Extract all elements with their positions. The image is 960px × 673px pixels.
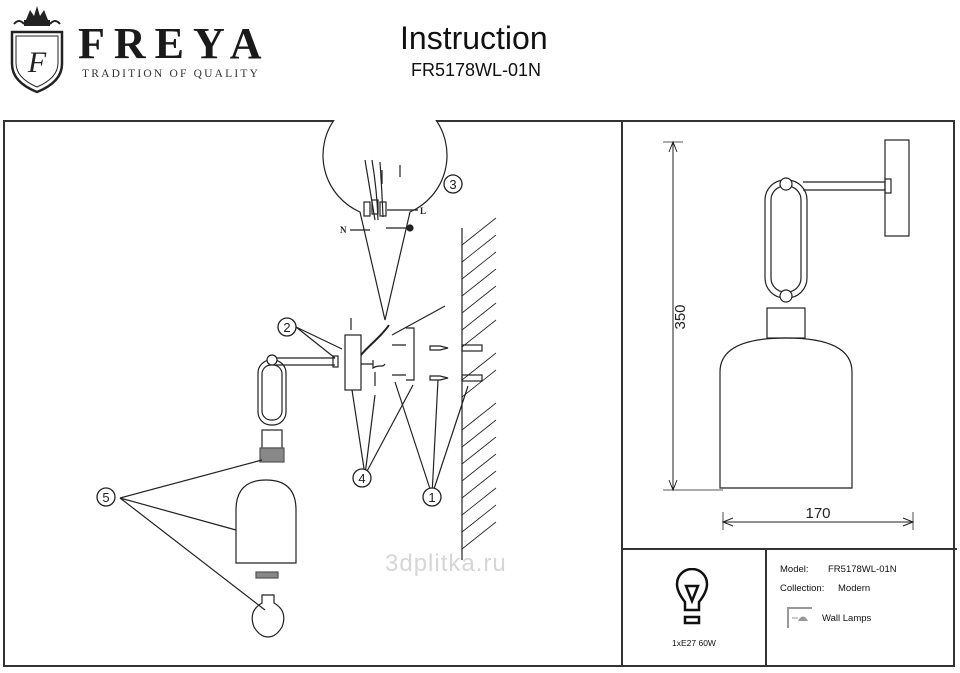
brand-name: FREYA	[78, 19, 271, 68]
lamp-type: Wall Lamps	[822, 613, 872, 624]
callout-1: 1	[428, 490, 435, 505]
divider	[621, 120, 623, 667]
collection-value: Modern	[838, 583, 871, 594]
wire-label-l: L	[420, 206, 426, 216]
callout-3: 3	[449, 177, 456, 192]
callout-5: 5	[102, 490, 109, 505]
wire-label-n: N	[340, 225, 347, 235]
height-dimension: 350	[672, 304, 689, 329]
model-label: Model:	[780, 564, 809, 575]
bulb-spec: 1xE27 60W	[672, 638, 716, 648]
light-bulb-icon	[675, 568, 709, 625]
callout-2: 2	[283, 320, 290, 335]
wall-lamp-icon	[787, 607, 812, 628]
model-value: FR5178WL-01N	[828, 564, 897, 575]
drawing-frame	[3, 120, 955, 667]
assembly-diagram: N L 3 2 4 1 5	[96, 120, 497, 638]
logo-letter: F	[27, 46, 47, 79]
document-title: Instruction	[400, 20, 548, 56]
brand-tagline: TRADITION OF QUALITY	[82, 68, 261, 80]
watermark: 3dplitka.ru	[385, 550, 507, 577]
divider	[765, 548, 767, 667]
divider	[621, 548, 957, 550]
callout-4: 4	[358, 471, 365, 486]
model-number: FR5178WL-01N	[411, 60, 542, 80]
freya-logo: F	[10, 6, 64, 94]
width-dimension: 170	[805, 505, 830, 522]
collection-label: Collection:	[780, 583, 825, 594]
dimension-drawing: 350 170	[663, 139, 915, 530]
